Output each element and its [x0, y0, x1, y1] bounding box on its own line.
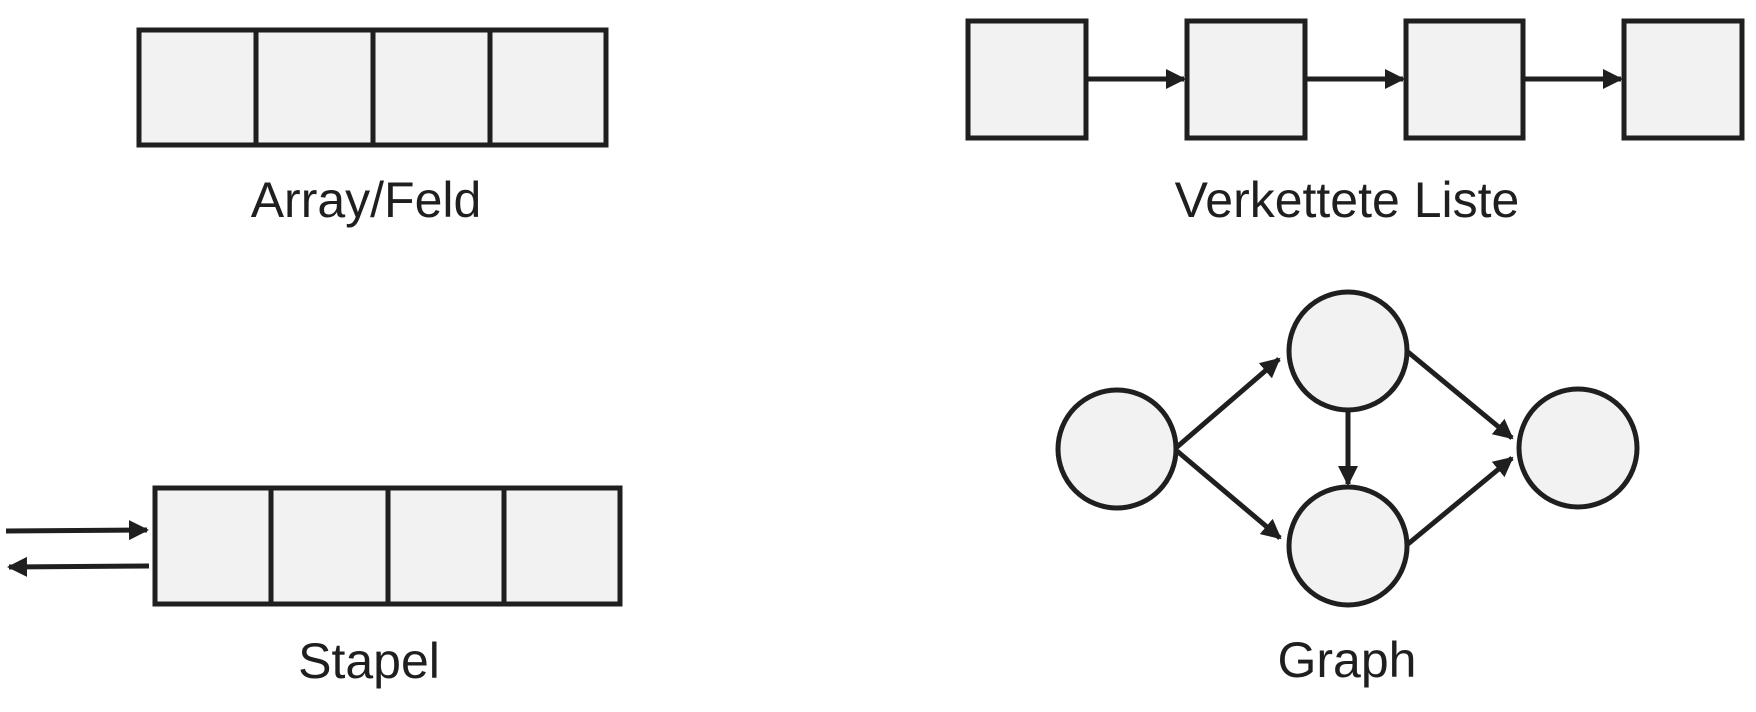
graph-edge-top-right [1406, 350, 1514, 440]
graph-label: Graph [1278, 632, 1417, 688]
list-node-4 [1621, 18, 1745, 141]
list-node-3 [1403, 18, 1526, 141]
array-cell-1 [136, 27, 259, 148]
graph-node-bottom [1286, 484, 1410, 608]
stack-push-arrow [5, 520, 149, 541]
graph-node-top [1286, 289, 1410, 413]
stack-cell-2 [268, 485, 391, 607]
array-cell-3 [370, 27, 493, 148]
stack-cell-4 [501, 485, 623, 607]
graph-edge-left-bottom [1175, 449, 1282, 540]
graph-node-right [1516, 386, 1640, 510]
array-cell-4 [487, 27, 609, 148]
graph-edge-left-top [1175, 357, 1281, 449]
stack-cell-1 [152, 485, 274, 607]
linked-list-label: Verkettete Liste [1175, 172, 1520, 228]
stack-label: Stapel [298, 633, 440, 689]
list-node-1 [965, 18, 1089, 141]
stack-pop-arrow [7, 556, 150, 577]
array-label: Array/Feld [251, 172, 482, 228]
linked-list-panel: Verkettete Liste [965, 18, 1745, 228]
graph-edge-bottom-right [1406, 456, 1514, 546]
array-panel: Array/Feld [136, 27, 609, 228]
stack-panel: Stapel [5, 485, 623, 689]
stack-cell-3 [385, 485, 507, 607]
array-cell-2 [253, 27, 376, 148]
graph-panel: Graph [1055, 289, 1640, 688]
list-node-2 [1184, 18, 1308, 141]
graph-node-left [1055, 387, 1179, 511]
